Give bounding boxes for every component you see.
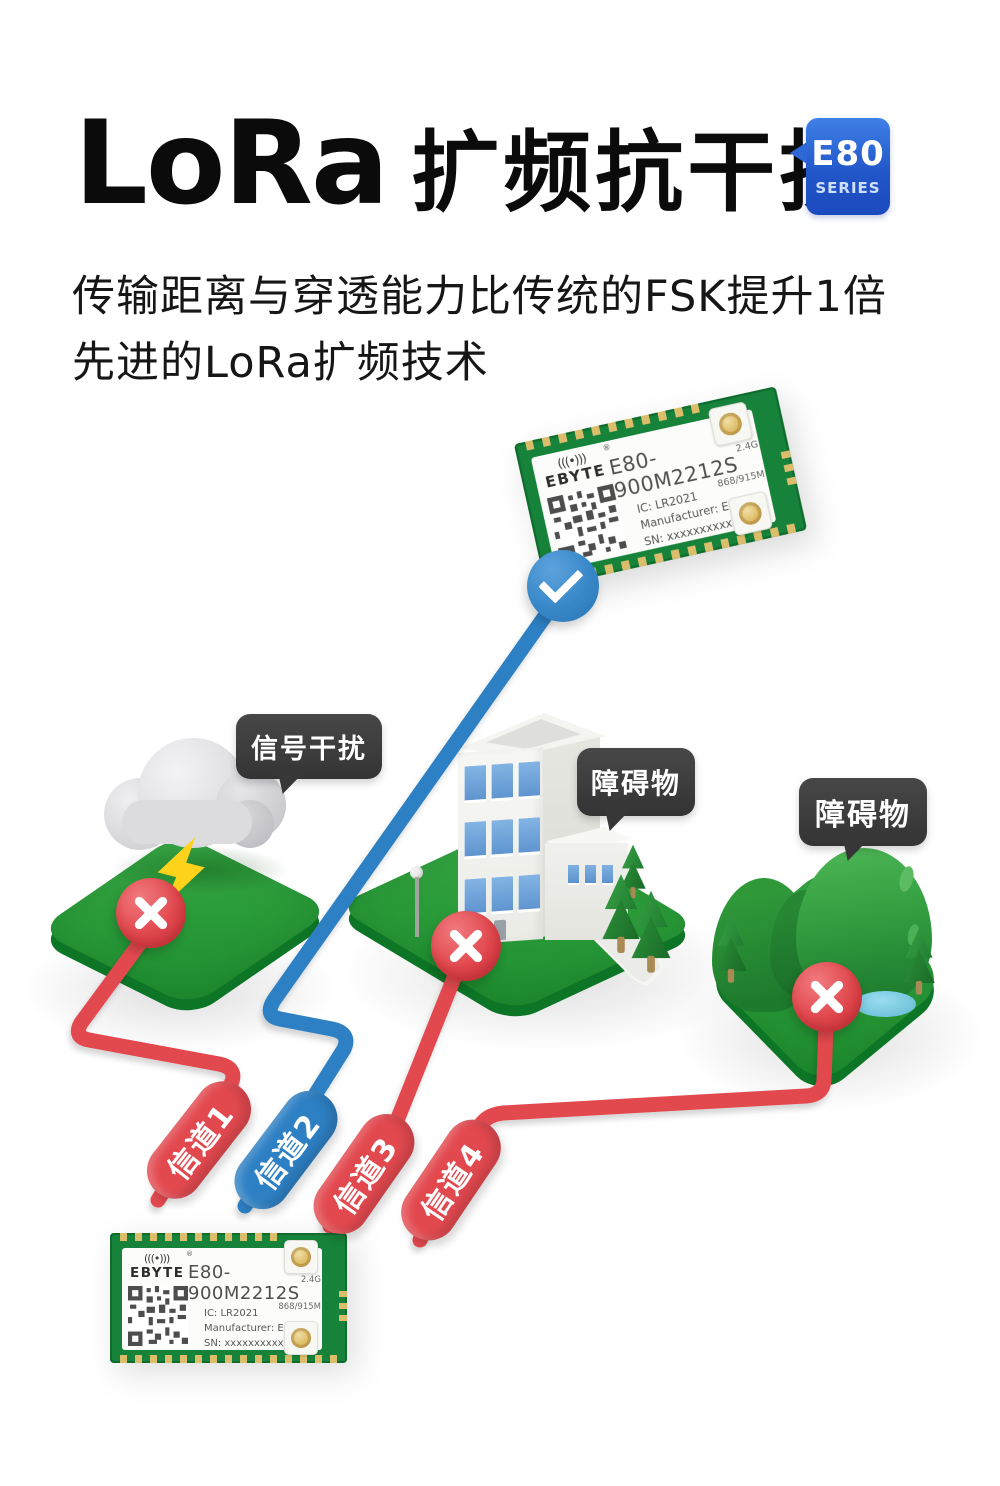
success-check-icon [527, 550, 599, 622]
module-sn: SN: xxxxxxxxxxxxxx [204, 1338, 308, 1349]
antenna-label-24g: 2.4G [300, 1275, 321, 1285]
ufl-connector-icon [284, 1321, 318, 1355]
channel-2-line [237, 587, 568, 1214]
pcb-pins [339, 1291, 347, 1325]
module-model: E80-900M2212S [188, 1262, 300, 1304]
lora-module-receiver: (((•))) ® EBYTE E80-900M2212S [513, 386, 808, 588]
subtitle-line-1: 传输距离与穿透能力比传统的FSK提升1倍 [72, 272, 887, 322]
callout-obstacle-building-text: 障碍物 [591, 767, 682, 800]
badge-model: E80 [811, 133, 885, 174]
callout-interference: 信号干扰 [236, 714, 382, 779]
callout-obstacle-building: 障碍物 [577, 748, 696, 816]
blocked-x-icon [792, 962, 862, 1032]
subtitle-line-2: 先进的LoRa扩频技术 [72, 338, 489, 388]
title-latin: LoRa [74, 96, 389, 231]
tree-icon [602, 874, 640, 953]
tree-icon [903, 928, 935, 995]
street-lamp-pole [415, 877, 419, 937]
channel-1-line [70, 920, 241, 1208]
ufl-connector-icon [727, 490, 774, 537]
module-label: (((•))) ® EBYTE E80-900M2212S [530, 408, 777, 571]
callout-obstacle-mountain: 障碍物 [799, 778, 927, 846]
title-chinese: 扩频抗干扰 [411, 121, 872, 224]
registered-mark: ® [186, 1250, 193, 1258]
module-ic: IC: LR2021 [204, 1308, 259, 1319]
tree-icon [715, 916, 747, 983]
ufl-connector-icon [284, 1240, 318, 1274]
module-manufacturer: Manufacturer: EBYTE [204, 1323, 309, 1334]
lora-module-transmitter: (((•))) ® EBYTE E80-900M2212S [110, 1233, 347, 1363]
brand-name: EBYTE [130, 1265, 185, 1281]
antenna-label-868: 868/915M [278, 1302, 321, 1312]
blocked-x-icon [116, 878, 186, 948]
registered-mark: ® [601, 442, 612, 454]
callout-obstacle-mountain-text: 障碍物 [815, 798, 911, 833]
blocked-x-icon [431, 911, 501, 981]
badge-series: SERIES [815, 178, 881, 197]
series-badge: E80 SERIES [790, 118, 890, 215]
module-info: IC: LR2021 Manufacturer: EBYTE SN: xxxxx… [204, 1306, 309, 1351]
storm-cloud-icon [104, 738, 290, 850]
tree-icon [631, 890, 671, 973]
ufl-connector-icon [707, 401, 754, 447]
pond [854, 991, 916, 1017]
pcb-pins [120, 1233, 283, 1241]
callout-interference-text: 信号干扰 [251, 734, 367, 765]
pcb-pins [120, 1355, 337, 1363]
qr-code [128, 1286, 188, 1346]
qr-code [546, 483, 628, 565]
street-lamp-icon [410, 866, 423, 879]
antenna-waves-icon: (((•))) [144, 1252, 170, 1265]
